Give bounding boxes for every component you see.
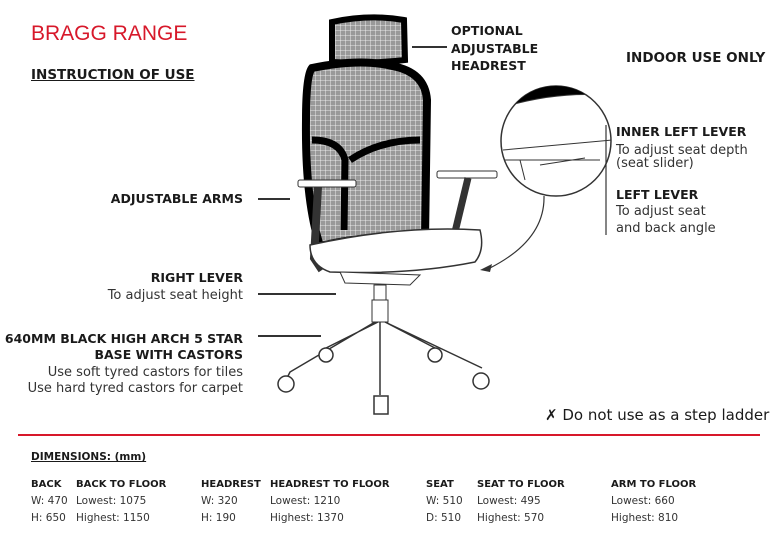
warning-text: Do not use as a step ladder: [562, 406, 770, 424]
cross-icon: ✗: [545, 406, 558, 424]
dim-value: H: 650: [31, 512, 66, 524]
callout-desc: Use hard tyred castors for carpet: [27, 381, 243, 396]
callout-desc: To adjust seat: [616, 204, 706, 219]
dim-value: Lowest: 495: [477, 495, 541, 507]
dim-headrest: HEADREST W: 320 H: 190: [201, 476, 261, 527]
step-ladder-warning: ✗ Do not use as a step ladder: [545, 406, 769, 424]
callout-text: HEADREST: [451, 58, 526, 73]
callout-desc: Use soft tyred castors for tiles: [47, 365, 243, 380]
dim-heading: HEADREST TO FLOOR: [270, 479, 390, 490]
callout-desc: (seat slider): [616, 156, 694, 171]
base-callout: 640MM BLACK HIGH ARCH 5 STAR BASE WITH C…: [5, 331, 243, 397]
dim-value: W: 510: [426, 495, 463, 507]
right-lever-callout: RIGHT LEVER To adjust seat height: [108, 269, 243, 305]
right-lever-leader-line: [258, 293, 336, 295]
callout-text: ADJUSTABLE: [451, 40, 539, 56]
arms-callout: ADJUSTABLE ARMS: [110, 191, 243, 206]
callout-desc: To adjust seat height: [107, 288, 243, 303]
callout-text: OPTIONAL: [451, 23, 523, 38]
dim-value: D: 510: [426, 512, 462, 524]
dim-arm-floor: ARM TO FLOOR Lowest: 660 Highest: 810: [611, 476, 696, 527]
dim-value: H: 190: [201, 512, 236, 524]
headrest-leader-line: [412, 46, 447, 48]
dim-value: Highest: 810: [611, 512, 679, 524]
page-title: BRAGG RANGE: [31, 22, 188, 45]
divider: [18, 434, 760, 436]
dim-value: Lowest: 1210: [270, 495, 341, 507]
dim-value: Lowest: 660: [611, 495, 675, 507]
callout-desc: and back angle: [616, 221, 716, 236]
callout-label: INNER LEFT LEVER: [616, 124, 747, 139]
dim-value: Highest: 570: [477, 512, 545, 524]
callout-desc: To adjust seat depth: [616, 143, 748, 158]
indoor-notice: INDOOR USE ONLY: [626, 50, 766, 66]
dim-value: Highest: 1370: [270, 512, 344, 524]
dim-value: Highest: 1150: [76, 512, 150, 524]
dim-heading: SEAT TO FLOOR: [477, 479, 565, 490]
headrest-callout: OPTIONAL ADJUSTABLE HEADREST: [451, 22, 538, 75]
dim-heading: BACK: [31, 479, 62, 490]
dim-value: W: 470: [31, 495, 68, 507]
dim-heading: ARM TO FLOOR: [611, 479, 697, 490]
dim-heading: BACK TO FLOOR: [76, 479, 167, 490]
callout-label: LEFT LEVER: [616, 187, 699, 202]
dim-value: Lowest: 1075: [76, 495, 147, 507]
dim-back-floor: BACK TO FLOOR Lowest: 1075 Highest: 1150: [76, 476, 166, 527]
dim-seat: SEAT W: 510 D: 510: [426, 476, 463, 527]
left-lever-callout: LEFT LEVER To adjust seat and back angle: [616, 186, 716, 237]
dimensions-title: DIMENSIONS: (mm): [31, 451, 147, 463]
callout-label: 640MM BLACK HIGH ARCH 5 STAR: [4, 331, 243, 346]
dim-back: BACK W: 470 H: 650: [31, 476, 68, 527]
arms-leader-line: [258, 198, 290, 200]
inner-left-lever-callout: INNER LEFT LEVER To adjust seat depth (s…: [616, 124, 748, 171]
callout-label: RIGHT LEVER: [150, 270, 243, 285]
dim-heading: SEAT: [426, 479, 454, 490]
dim-headrest-floor: HEADREST TO FLOOR Lowest: 1210 Highest: …: [270, 476, 390, 527]
dim-heading: HEADREST: [201, 479, 261, 490]
dim-seat-floor: SEAT TO FLOOR Lowest: 495 Highest: 570: [477, 476, 565, 527]
base-leader-line: [258, 335, 321, 337]
dim-value: W: 320: [201, 495, 238, 507]
callout-label: BASE WITH CASTORS: [94, 347, 243, 362]
instruction-heading: INSTRUCTION OF USE: [31, 67, 195, 83]
